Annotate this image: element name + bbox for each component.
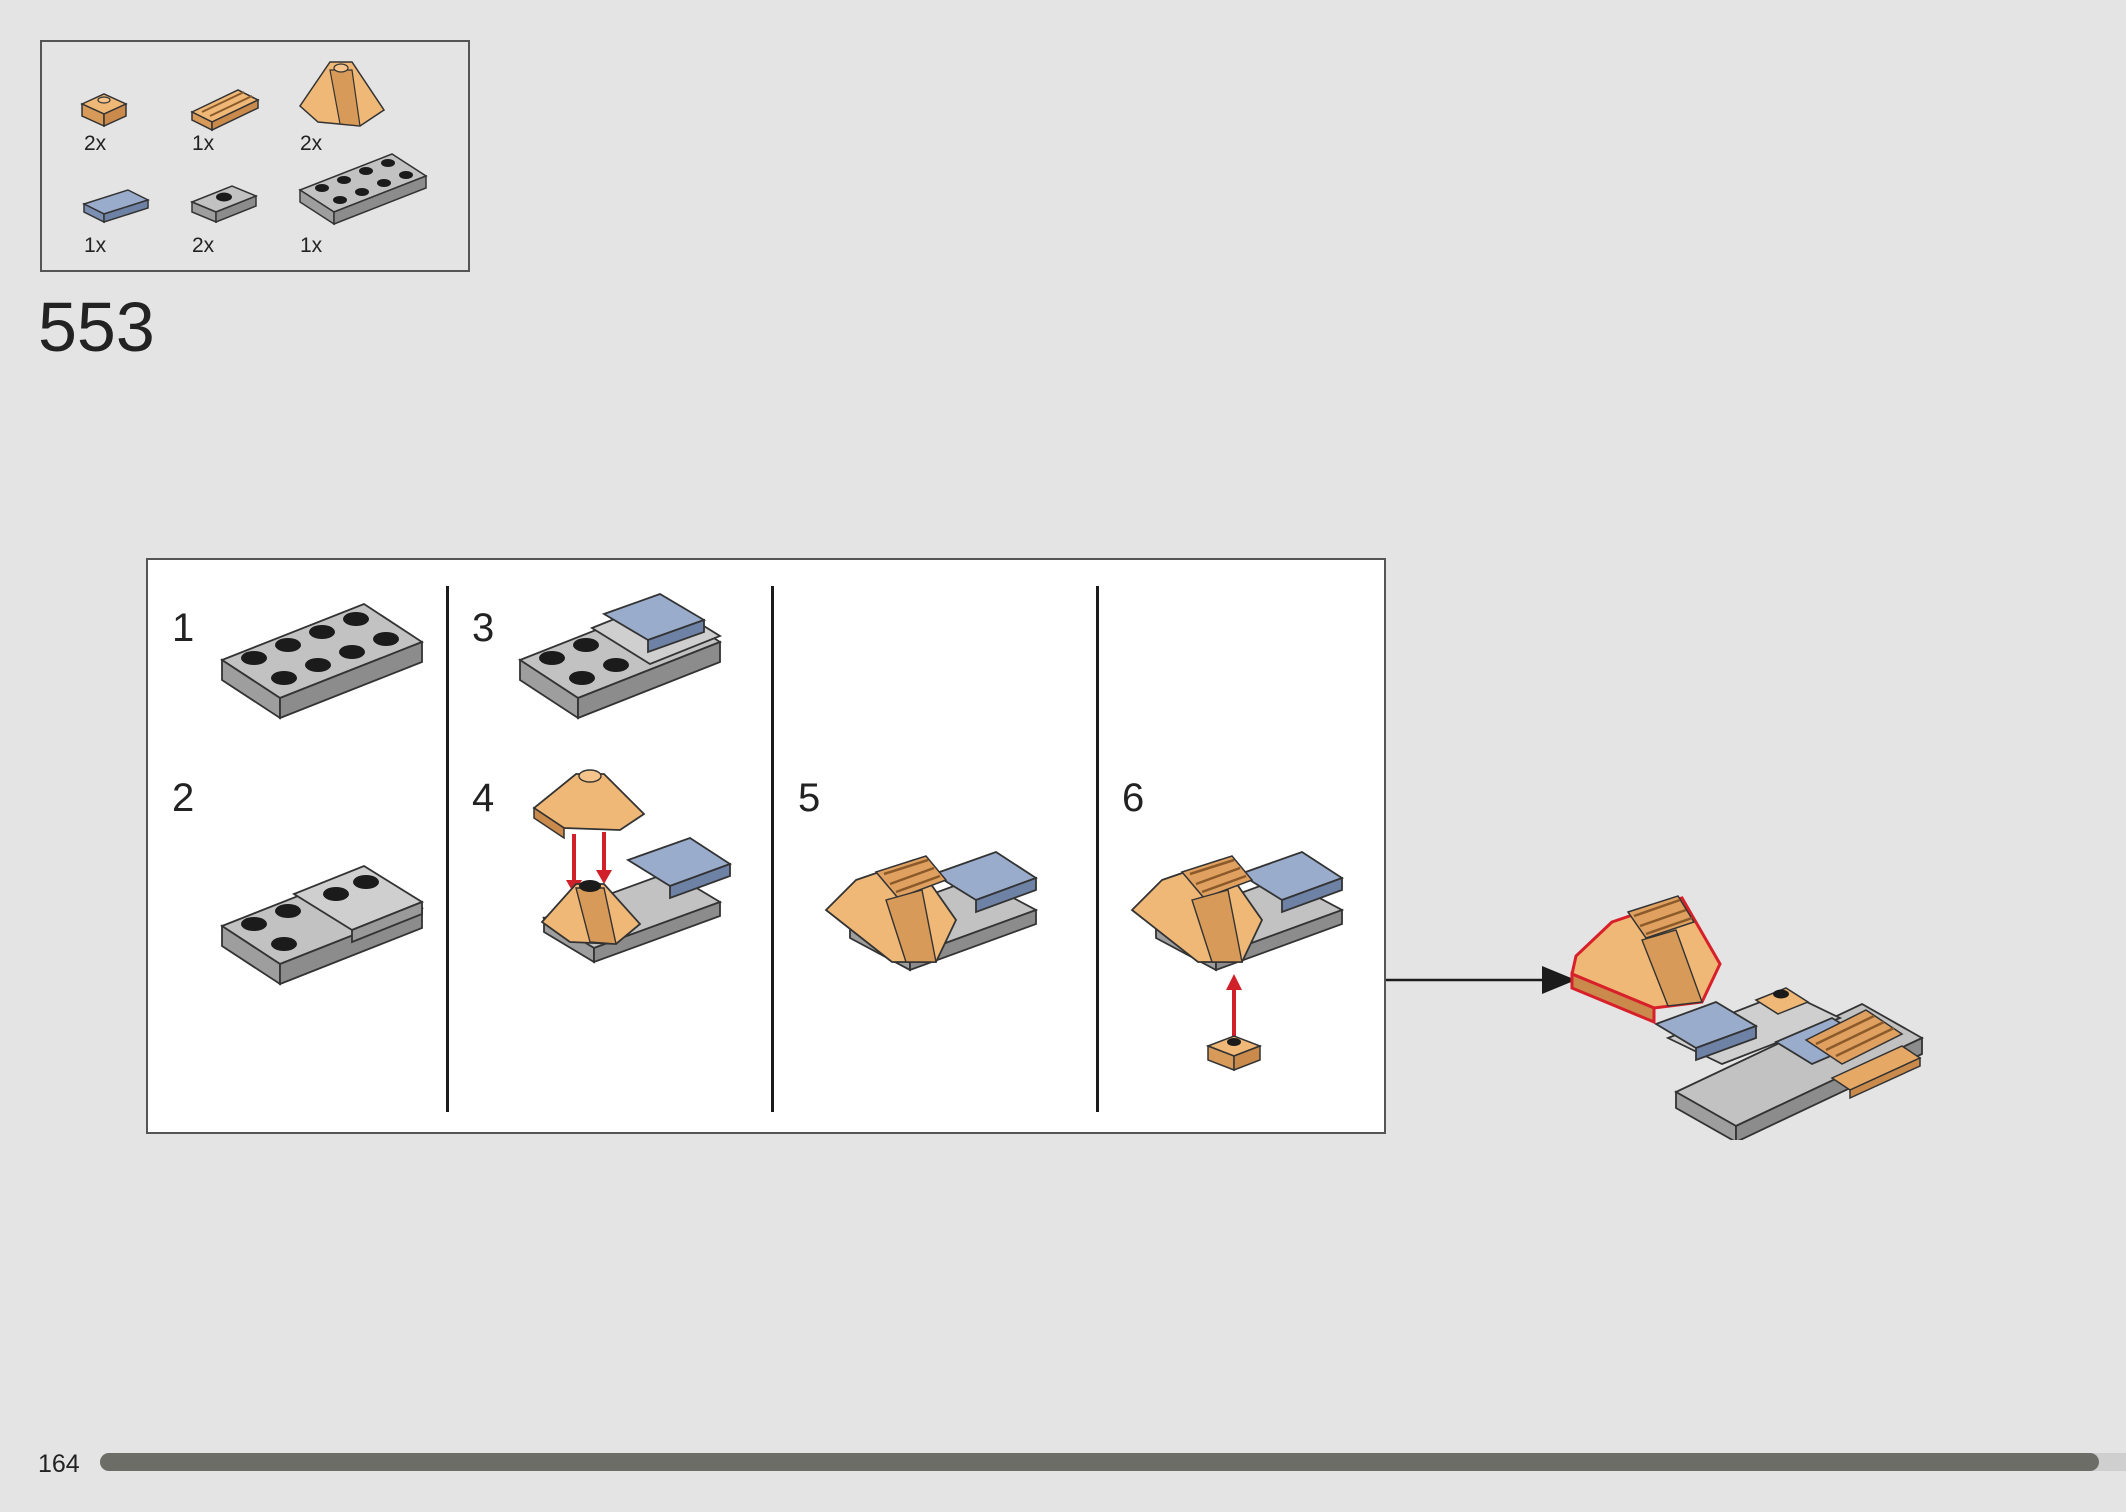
divider [1096, 586, 1099, 1112]
progress-bar [100, 1453, 2126, 1471]
substep-label: 5 [798, 776, 821, 820]
tan-wedge-slope-icon [299, 61, 386, 127]
plate-with-blue-tile-icon [518, 593, 722, 720]
connector-arrow-icon [1386, 966, 1576, 994]
substep-label: 6 [1122, 776, 1145, 820]
blue-tile-icon [82, 189, 150, 224]
final-subassembly-icon [1570, 895, 1924, 1140]
parts-list: 2x 1x 2x 1x 2x 1x [40, 40, 470, 272]
gray-plate-2x4-icon [298, 153, 428, 226]
substep-label: 1 [172, 606, 195, 650]
assembly-step6-icon [1130, 851, 1345, 1072]
result-illustration [1386, 895, 1924, 1140]
part-qty: 2x [300, 132, 323, 155]
substep-illustrations [220, 593, 1345, 1072]
progress-fill [100, 1453, 2100, 1471]
parts-list-icons [80, 61, 428, 226]
part-qty: 1x [192, 132, 215, 155]
part-qty: 1x [84, 234, 107, 257]
substep-label: 2 [172, 776, 195, 820]
substeps-panel: 1 2 3 4 5 6 [146, 558, 1386, 1134]
substep-label: 4 [472, 776, 495, 820]
part-qty: 1x [300, 234, 323, 257]
tan-rail-plate-icon [190, 89, 260, 132]
divider [771, 586, 774, 1112]
plate-with-jumpers-icon [220, 864, 424, 986]
tan-plate-1x1-icon [80, 93, 128, 128]
substep-label: 3 [472, 606, 495, 650]
divider [446, 586, 449, 1112]
page-number: 164 [38, 1450, 80, 1478]
gray-jumper-plate-icon [190, 185, 258, 224]
part-qty: 2x [192, 234, 215, 257]
part-qty: 2x [84, 132, 107, 155]
step-number: 553 [38, 288, 155, 366]
wedge-attach-icon [532, 769, 732, 964]
gray-plate-2x4-icon [220, 602, 424, 720]
assembly-step5-icon [824, 851, 1039, 972]
